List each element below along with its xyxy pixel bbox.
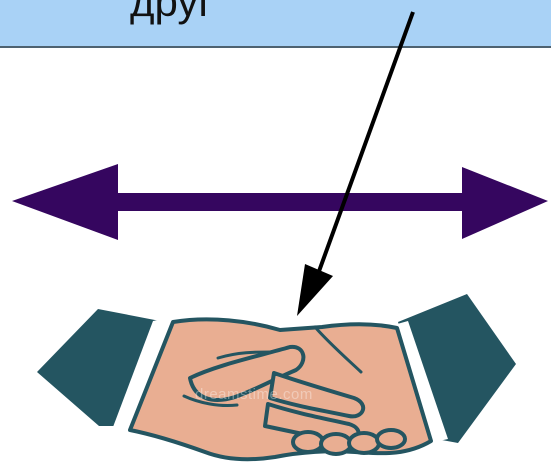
top-banner: друг [0, 0, 551, 48]
left-cuff [113, 317, 173, 430]
double-headed-arrow-icon [12, 164, 548, 240]
knuckles [291, 428, 407, 456]
finger-1 [268, 371, 366, 419]
handshake-icon [37, 294, 516, 462]
pointer-arrow-icon [297, 11, 415, 316]
watermark-text: dreamstime.com [195, 386, 313, 403]
thumb [188, 344, 306, 402]
banner-text: друг [130, 0, 214, 25]
